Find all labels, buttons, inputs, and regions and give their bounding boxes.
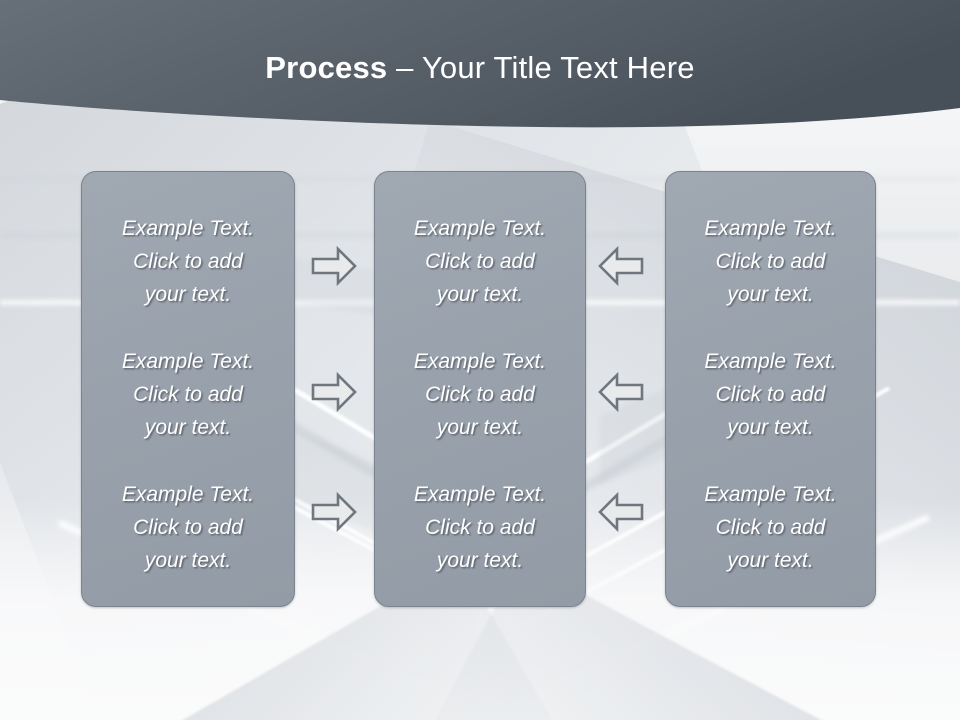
process-line: Click to add [133, 516, 243, 539]
process-item-text: Example Text. Click to add your text. [375, 345, 585, 444]
process-item-text: Example Text. Click to add your text. [375, 212, 585, 311]
header-band: Process – Your Title Text Here [0, 0, 960, 132]
arrow-left-icon[interactable] [598, 245, 644, 287]
process-column-right[interactable]: Example Text. Click to add your text. Ex… [665, 171, 876, 607]
process-line: your text. [436, 549, 524, 572]
process-line: Click to add [715, 383, 826, 406]
process-line: your text. [144, 549, 232, 572]
arrow-right-icon[interactable] [311, 491, 357, 533]
arrow-left-icon[interactable] [598, 491, 644, 533]
header-curved-shape [0, 0, 960, 128]
process-item-text: Example Text. Click to add your text. [666, 212, 875, 311]
header-shape [0, 0, 960, 128]
process-item-text: Example Text. Click to add your text. [82, 478, 294, 577]
process-line: Example Text. [413, 483, 547, 506]
process-item-text: Example Text. Click to add your text. [666, 478, 875, 577]
process-line: Example Text. [121, 350, 255, 373]
process-line: Example Text. [121, 217, 255, 240]
process-line: Example Text. [704, 350, 837, 373]
process-line: your text. [144, 416, 232, 439]
page-title: Process – Your Title Text Here [0, 48, 960, 88]
process-line: your text. [727, 283, 814, 306]
process-line: Click to add [715, 516, 826, 539]
process-line: your text. [727, 416, 814, 439]
process-line: Click to add [715, 250, 826, 273]
process-item-text: Example Text. Click to add your text. [375, 478, 585, 577]
arrow-right-icon[interactable] [311, 245, 357, 287]
process-line: your text. [436, 416, 524, 439]
process-item-text: Example Text. Click to add your text. [82, 345, 294, 444]
process-item-text: Example Text. Click to add your text. [666, 345, 875, 444]
arrow-left-icon[interactable] [598, 371, 644, 413]
page-title-rest: Your Title Text Here [421, 50, 695, 85]
process-line: Click to add [425, 250, 535, 273]
process-line: Click to add [425, 383, 535, 406]
page-title-bold: Process [265, 50, 388, 85]
process-line: Example Text. [413, 350, 547, 373]
process-column-left[interactable]: Example Text. Click to add your text. Ex… [81, 171, 295, 607]
process-line: Example Text. [704, 483, 837, 506]
process-item-text: Example Text. Click to add your text. [82, 212, 294, 311]
arrow-right-icon[interactable] [311, 371, 357, 413]
process-line: Click to add [425, 516, 535, 539]
process-line: your text. [144, 283, 232, 306]
process-line: Click to add [133, 383, 243, 406]
page-title-separator: – [387, 50, 422, 85]
process-line: your text. [436, 283, 524, 306]
process-line: Example Text. [121, 483, 255, 506]
process-line: Example Text. [413, 217, 547, 240]
process-column-middle[interactable]: Example Text. Click to add your text. Ex… [374, 171, 586, 607]
process-line: your text. [727, 549, 814, 572]
process-line: Example Text. [704, 217, 837, 240]
process-line: Click to add [133, 250, 243, 273]
